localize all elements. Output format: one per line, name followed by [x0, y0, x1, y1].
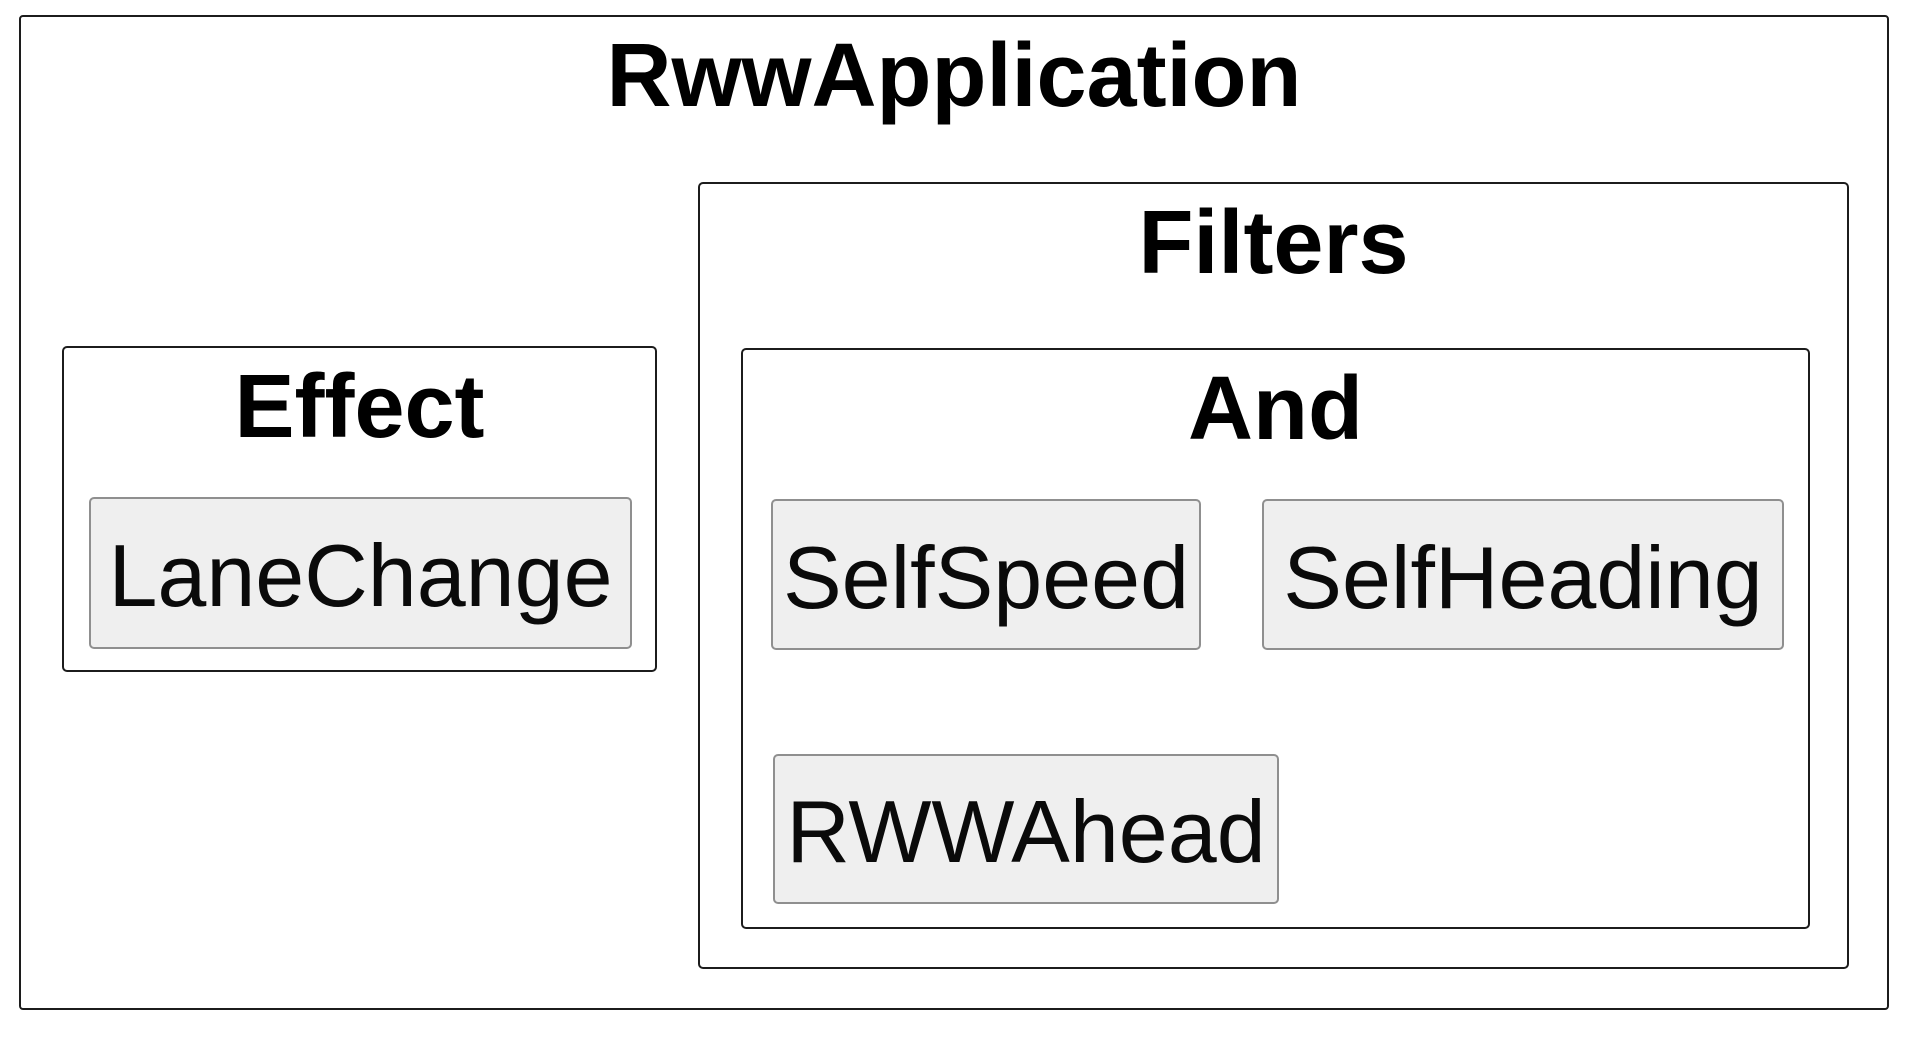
node-selfspeed[interactable]: SelfSpeed	[771, 499, 1201, 650]
node-lanechange[interactable]: LaneChange	[89, 497, 632, 649]
group-effect: Effect LaneChange	[62, 346, 657, 672]
group-and: And SelfSpeed SelfHeading RWWAhead	[741, 348, 1810, 929]
node-rwwahead[interactable]: RWWAhead	[773, 754, 1279, 904]
group-title-effect: Effect	[234, 357, 485, 457]
group-title-and: And	[1188, 359, 1363, 459]
group-title-rwwapplication: RwwApplication	[606, 26, 1302, 126]
group-filters: Filters And SelfSpeed SelfHeading RWWAhe…	[698, 182, 1849, 969]
node-selfheading[interactable]: SelfHeading	[1262, 499, 1784, 650]
group-rwwapplication: RwwApplication Effect LaneChange Filters…	[19, 15, 1889, 1010]
group-title-filters: Filters	[1138, 193, 1409, 293]
